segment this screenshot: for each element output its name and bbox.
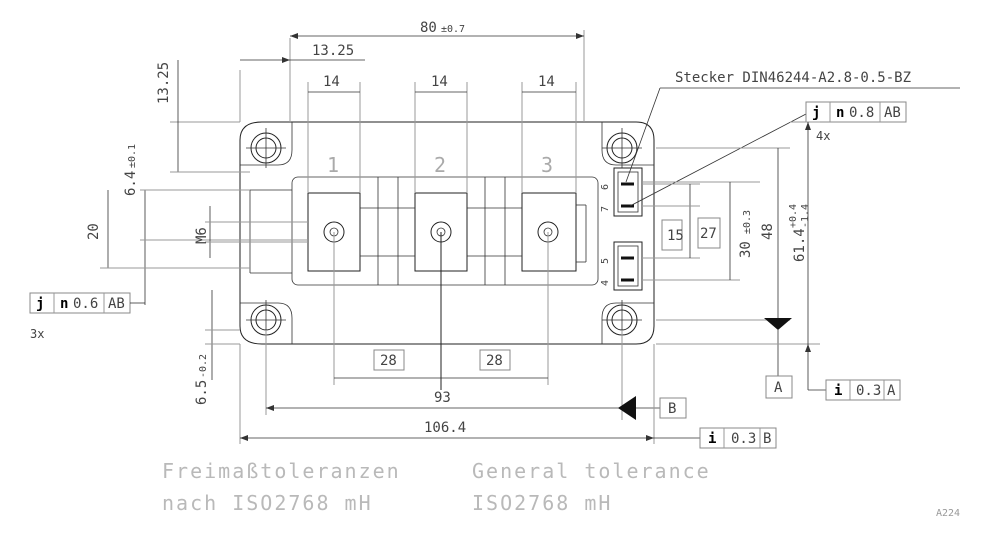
dim-pin-height — [642, 205, 740, 281]
tol-frame-left-mod: n — [60, 296, 68, 312]
dim-hole-span-value: 93 — [434, 390, 451, 406]
tol-frame-b-ref: B — [763, 431, 771, 447]
tol-frame-top — [805, 101, 907, 123]
dim-terminal-width-2: 14 — [431, 74, 448, 90]
pin-number-6: 6 — [600, 184, 611, 190]
dim-total-height-tol-plus: +0.4 — [788, 204, 799, 228]
datum-a — [765, 375, 793, 399]
dim-hole-offset — [140, 189, 308, 305]
mounting-hole-tr — [602, 128, 642, 168]
module-outline — [239, 121, 655, 345]
note-de-line-1: Freimaßtoleranzen — [162, 459, 401, 483]
dim-hole-offset-value: 6.4 — [123, 171, 139, 196]
drawing-id: A224 — [936, 508, 960, 519]
pin-number-5: 5 — [600, 258, 611, 264]
tol-frame-top-mod: n — [836, 105, 844, 121]
dim-pitch — [333, 232, 549, 390]
pin-number-4: 4 — [600, 280, 611, 286]
dim-pitch-2: 28 — [486, 353, 503, 369]
dim-terminal-width-1: 14 — [323, 74, 340, 90]
dim-thread-value: M6 — [194, 227, 210, 244]
datum-a-label: A — [774, 380, 783, 396]
aux-connector-bottom — [613, 241, 643, 291]
tol-frame-top-val: 0.8 — [849, 105, 874, 121]
terminal-number-2: 2 — [434, 153, 446, 177]
dim-base-thickness — [205, 290, 240, 380]
note-en-line-2: ISO2768 mH — [472, 491, 612, 515]
dim-total-length-value: 106.4 — [424, 420, 466, 436]
tol-frame-a — [808, 379, 901, 401]
dim-terminal-widths — [307, 82, 577, 193]
dim-top-offset-h-value: 13.25 — [312, 43, 354, 59]
terminal-bus-bars — [360, 177, 587, 285]
dim-right-height-value: 30 — [738, 241, 754, 258]
dim-top-offset-v-value: 13.25 — [156, 62, 172, 104]
dim-hole-offset-tol: ±0.1 — [127, 144, 138, 168]
dim-total-height-tol-minus: -1.4 — [800, 204, 811, 228]
dim-right-height — [642, 181, 760, 280]
dim-mount-height-value: 48 — [760, 223, 776, 240]
tol-frame-top-sym: j — [812, 105, 820, 121]
tol-frame-a-ref: A — [887, 383, 896, 399]
tol-frame-left — [29, 292, 145, 314]
dim-overall-width-value: 80 — [420, 20, 437, 36]
dim-pin-height-value: 27 — [700, 226, 717, 242]
tol-frame-b-sym: i — [708, 431, 716, 447]
dim-right-height-tol: ±0.3 — [742, 210, 753, 234]
dim-overall-width — [289, 30, 585, 122]
tol-frame-b — [699, 427, 777, 449]
dim-top-offset-h — [239, 57, 365, 122]
tol-frame-left-ref: AB — [108, 296, 125, 312]
tol-frame-left-count: 3x — [30, 327, 44, 341]
connector-leader-lines — [625, 87, 960, 207]
dim-hole-span — [265, 330, 660, 420]
dim-pin-spacing — [642, 183, 700, 259]
dim-overall-width-tol: ±0.7 — [441, 24, 465, 35]
pin-number-7: 7 — [600, 206, 611, 212]
note-de-line-2: nach ISO2768 mH — [162, 491, 373, 515]
dim-total-height — [656, 121, 820, 390]
tol-frame-b-val: 0.3 — [731, 431, 756, 447]
mounting-hole-tl — [246, 128, 286, 168]
dim-terminal-width-3: 14 — [538, 74, 555, 90]
dim-base-thickness-tol: -0.2 — [198, 354, 209, 378]
dim-total-height-value: 61.4 — [792, 228, 808, 262]
terminal-number-3: 3 — [541, 153, 553, 177]
dim-left-height-value: 20 — [86, 223, 102, 240]
datum-b-label: B — [668, 401, 676, 417]
dim-base-thickness-value: 6.5 — [194, 380, 210, 405]
tol-frame-a-sym: i — [834, 383, 842, 399]
aux-connector-top — [613, 167, 643, 217]
dim-pin-spacing-value: 15 — [667, 228, 684, 244]
dim-left-height — [100, 190, 250, 269]
tol-frame-a-val: 0.3 — [856, 383, 881, 399]
terminal-3 — [521, 192, 577, 272]
connector-label: Stecker DIN46244-A2.8-0.5-BZ — [675, 70, 911, 86]
tol-frame-top-count: 4x — [816, 129, 830, 143]
tol-frame-left-val: 0.6 — [73, 296, 98, 312]
dim-mount-height — [656, 147, 792, 376]
tol-frame-left-sym: j — [36, 296, 44, 312]
dim-pitch-boxes — [373, 349, 511, 371]
dim-top-offset-v — [170, 60, 250, 173]
dim-total-length — [239, 344, 700, 444]
dim-pitch-1: 28 — [380, 353, 397, 369]
datum-b — [659, 397, 687, 419]
note-en-line-1: General tolerance — [472, 459, 711, 483]
terminal-number-1: 1 — [327, 153, 339, 177]
dim-thread — [205, 206, 308, 258]
tol-frame-top-ref: AB — [884, 105, 901, 121]
